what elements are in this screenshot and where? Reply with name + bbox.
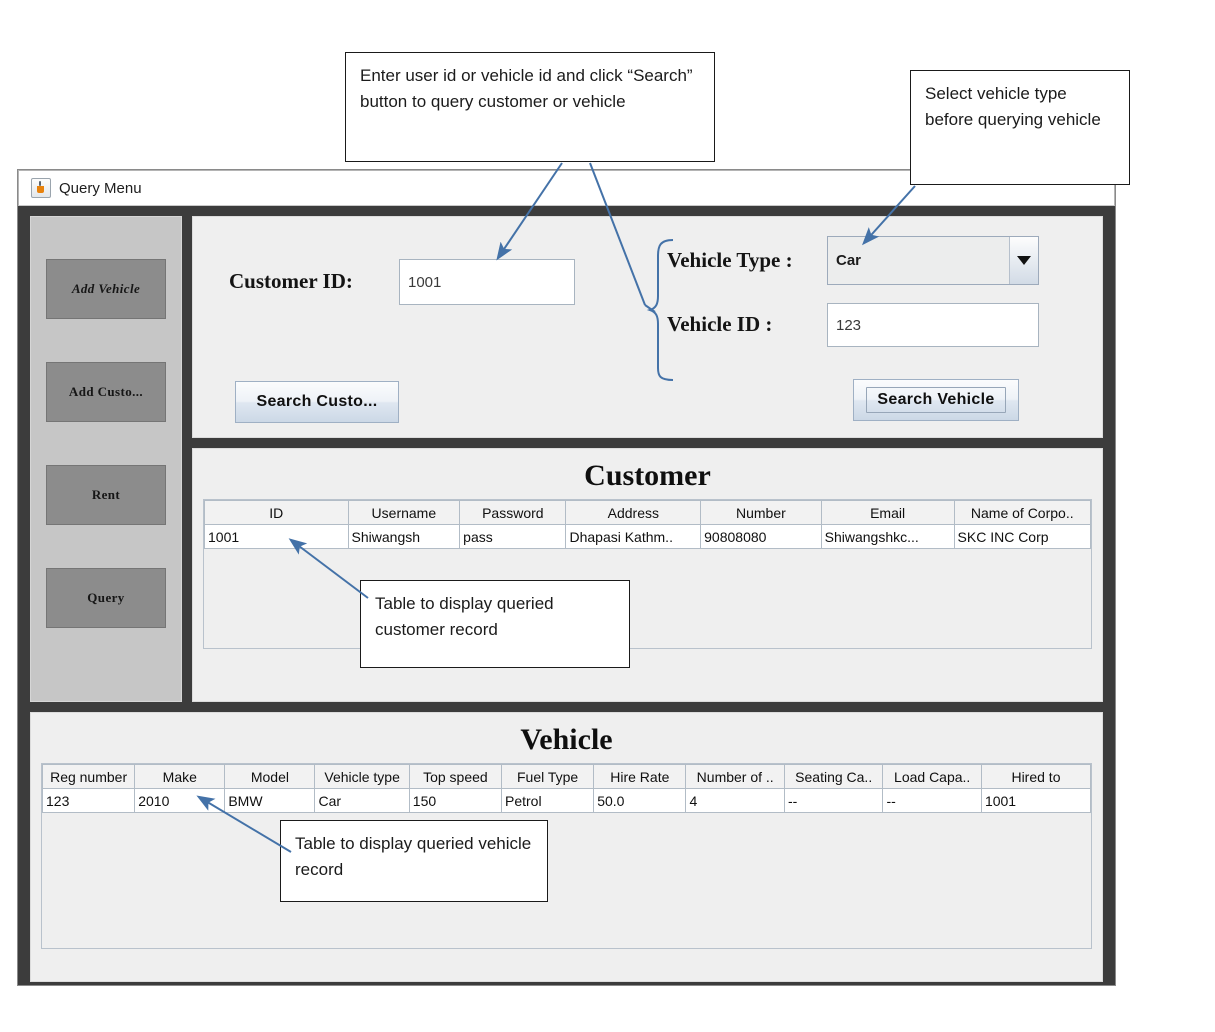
table-cell: 1001 <box>204 524 349 549</box>
annotation-text: Select vehicle type before querying vehi… <box>925 84 1101 130</box>
column-header[interactable]: Load Capa.. <box>882 764 982 789</box>
table-cell: 50.0 <box>593 788 687 813</box>
column-header[interactable]: Make <box>134 764 226 789</box>
table-cell: Petrol <box>500 788 595 813</box>
table-cell: pass <box>459 524 567 549</box>
column-header[interactable]: ID <box>204 500 349 525</box>
vehicle-table: Reg number Make Model Vehicle type Top s… <box>42 764 1091 813</box>
sidebar-item-rent[interactable]: Rent <box>46 465 166 525</box>
column-header[interactable]: Hire Rate <box>593 764 687 789</box>
table-cell: Car <box>314 788 410 813</box>
table-cell: 150 <box>408 788 503 813</box>
annotation-text: Enter user id or vehicle id and click “S… <box>360 66 693 112</box>
column-header[interactable]: Fuel Type <box>500 764 595 789</box>
table-cell: Shiwangshkc... <box>820 524 955 549</box>
vehicle-id-input[interactable]: 123 <box>827 303 1039 347</box>
vehicle-type-select[interactable]: Car <box>827 236 1039 285</box>
annotation-vehicle-table-note: Table to display queried vehicle record <box>280 820 548 902</box>
table-row[interactable]: 1001 Shiwangsh pass Dhapasi Kathm.. 9080… <box>204 524 1091 549</box>
customer-table-header-row: ID Username Password Address Number Emai… <box>204 500 1091 525</box>
search-vehicle-button-label: Search Vehicle <box>866 387 1006 413</box>
vehicle-result-panel: Vehicle Reg number Make Model Vehicle ty… <box>30 712 1103 982</box>
table-cell: 1001 <box>980 788 1091 813</box>
column-header[interactable]: Name of Corpo.. <box>953 500 1091 525</box>
annotation-text: Table to display queried customer record <box>375 594 554 640</box>
column-header[interactable]: Vehicle type <box>314 764 410 789</box>
column-header[interactable]: Number of .. <box>685 764 785 789</box>
column-header[interactable]: Email <box>820 500 955 525</box>
vehicle-type-selected-value: Car <box>836 252 862 269</box>
customer-section-title: Customer <box>584 459 711 492</box>
table-cell: 123 <box>42 788 136 813</box>
column-header[interactable]: Model <box>224 764 316 789</box>
annotation-customer-table-note: Table to display queried customer record <box>360 580 630 668</box>
table-cell: -- <box>783 788 884 813</box>
right-column: Customer ID: 1001 Vehicle Type : Car Veh… <box>192 216 1103 702</box>
query-menu-window: Query Menu Add Vehicle Add Custo... Rent… <box>18 170 1115 985</box>
sidebar-item-label: Query <box>87 590 125 605</box>
column-header[interactable]: Username <box>347 500 461 525</box>
top-region: Add Vehicle Add Custo... Rent Query Cust… <box>30 216 1103 702</box>
vehicle-table-header-row: Reg number Make Model Vehicle type Top s… <box>42 764 1091 789</box>
table-cell: Dhapasi Kathm.. <box>565 524 702 549</box>
table-cell: 4 <box>685 788 785 813</box>
query-form-panel: Customer ID: 1001 Vehicle Type : Car Veh… <box>192 216 1103 438</box>
sidebar-item-query[interactable]: Query <box>46 568 166 628</box>
window-title: Query Menu <box>59 179 142 197</box>
table-cell: -- <box>882 788 982 813</box>
column-header[interactable]: Address <box>565 500 702 525</box>
table-cell: 2010 <box>134 788 226 813</box>
column-header[interactable]: Top speed <box>408 764 503 789</box>
chevron-down-icon[interactable] <box>1009 237 1038 284</box>
column-header[interactable]: Hired to <box>980 764 1091 789</box>
sidebar-item-add-customer[interactable]: Add Custo... <box>46 362 166 422</box>
customer-id-label: Customer ID: <box>229 269 353 293</box>
java-coffee-cup-icon <box>31 178 51 198</box>
annotation-text: Table to display queried vehicle record <box>295 834 532 880</box>
sidebar-item-label: Rent <box>91 487 121 502</box>
customer-id-input[interactable]: 1001 <box>399 259 575 305</box>
customer-result-panel: Customer ID Username Passw <box>192 448 1103 702</box>
table-cell: BMW <box>224 788 316 813</box>
column-header[interactable]: Password <box>459 500 567 525</box>
search-customer-button[interactable]: Search Custo... <box>235 381 399 423</box>
customer-table: ID Username Password Address Number Emai… <box>204 500 1091 549</box>
sidebar-item-label: Add Vehicle <box>71 281 141 296</box>
column-header[interactable]: Seating Ca.. <box>783 764 884 789</box>
vehicle-id-label: Vehicle ID : <box>667 312 773 336</box>
table-cell: SKC INC Corp <box>953 524 1091 549</box>
search-vehicle-button[interactable]: Search Vehicle <box>853 379 1019 421</box>
vehicle-section-title: Vehicle <box>520 723 613 756</box>
annotation-search-note: Enter user id or vehicle id and click “S… <box>345 52 715 162</box>
customer-table-scrollpane[interactable]: ID Username Password Address Number Emai… <box>203 499 1092 649</box>
annotation-vehicle-type-note: Select vehicle type before querying vehi… <box>910 70 1130 185</box>
sidebar: Add Vehicle Add Custo... Rent Query <box>30 216 182 702</box>
vehicle-table-scrollpane[interactable]: Reg number Make Model Vehicle type Top s… <box>41 763 1092 949</box>
column-header[interactable]: Reg number <box>42 764 136 789</box>
table-cell: 90808080 <box>700 524 822 549</box>
vehicle-type-label: Vehicle Type : <box>667 248 793 272</box>
sidebar-item-add-vehicle[interactable]: Add Vehicle <box>46 259 166 319</box>
search-customer-button-label: Search Custo... <box>256 393 378 410</box>
table-row[interactable]: 123 2010 BMW Car 150 Petrol 50.0 4 -- --… <box>42 788 1091 813</box>
column-header[interactable]: Number <box>700 500 822 525</box>
table-cell: Shiwangsh <box>347 524 461 549</box>
sidebar-item-label: Add Custo... <box>68 384 144 399</box>
